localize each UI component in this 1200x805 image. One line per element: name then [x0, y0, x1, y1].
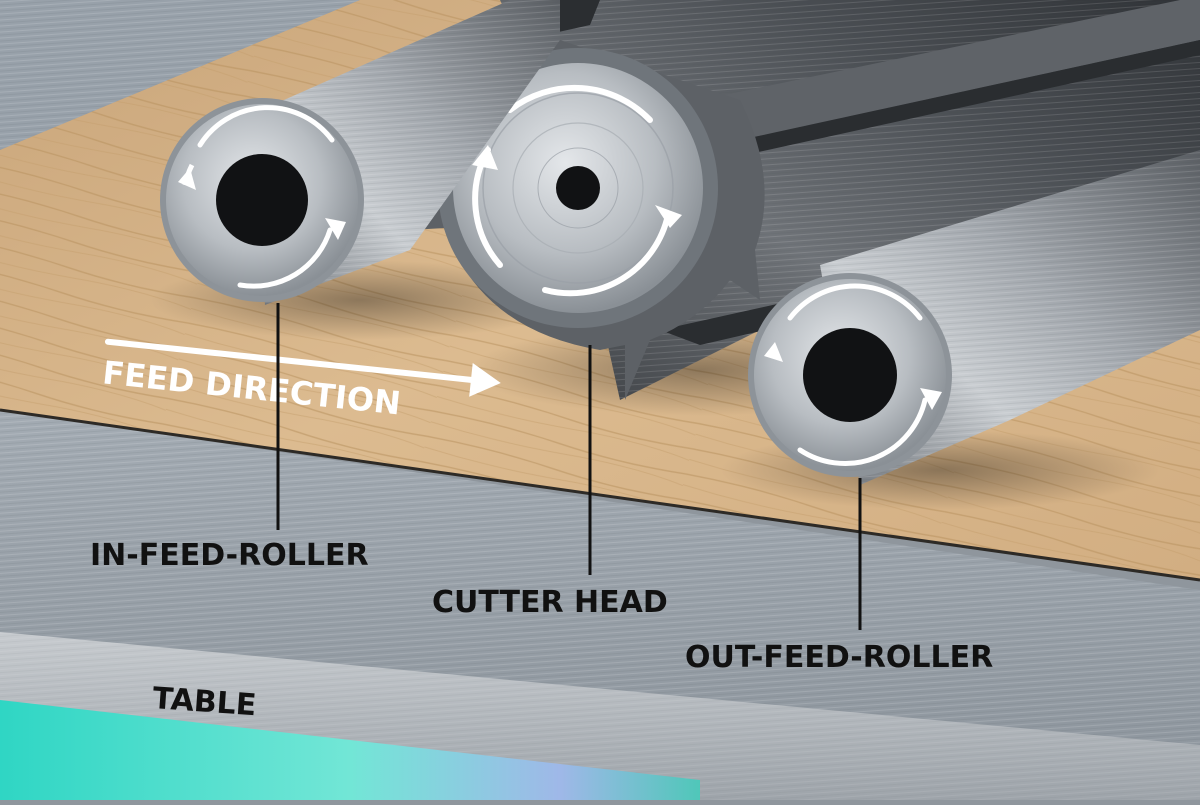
cutter-head-label: CUTTER HEAD [432, 585, 668, 620]
teal-edge [0, 700, 700, 800]
cutter-rotation-arrow-icon [507, 84, 653, 123]
out-feed-rotation-arrow-icon [787, 283, 923, 321]
out-feed-roller [748, 150, 1200, 485]
out-feed-roller-label: OUT-FEED-ROLLER [685, 640, 993, 675]
in-feed-roller [160, 0, 560, 305]
out-feed-roller-bore [803, 328, 897, 422]
in-feed-roller-label: IN-FEED-ROLLER [90, 538, 369, 573]
in-feed-rotation-arrow-icon [197, 105, 335, 148]
table-label: TABLE [151, 681, 257, 723]
in-feed-roller-bore [216, 154, 308, 246]
cutter-head-hub [556, 166, 600, 210]
